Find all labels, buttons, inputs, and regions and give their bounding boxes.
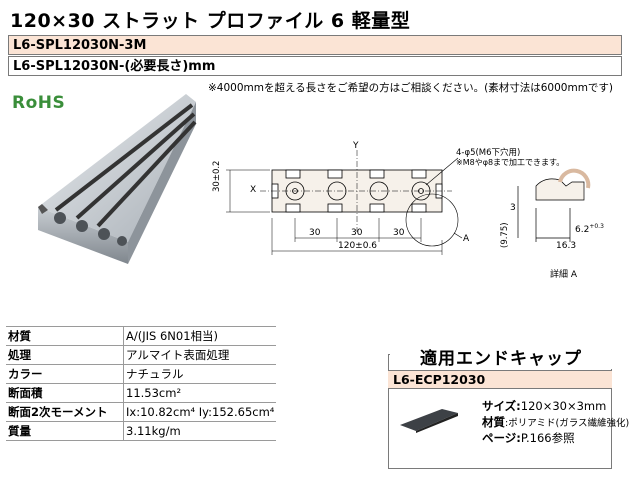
height-dimension: 30±0.2 [212, 160, 222, 192]
endcap-material: 材質:ポリアミド(ガラス繊維強化) [482, 415, 630, 429]
endcap-image [400, 409, 458, 433]
dim-30-a: 30 [309, 228, 321, 238]
endcap-part-number: L6-ECP12030 [388, 370, 612, 389]
profile-photo [38, 94, 197, 264]
rohs-mark: RoHS [12, 93, 66, 113]
detail-caption: 詳細 A [550, 270, 578, 280]
dim-30-b: 30 [351, 228, 363, 238]
y-axis-label: Y [353, 141, 359, 151]
detail-dim-3: 3 [510, 203, 516, 213]
x-axis-label: X [250, 185, 257, 195]
length-note: ※4000mmを超える長さをご希望の方はご相談ください。(素材寸法は6000mm… [208, 82, 614, 94]
detail-marker: A [463, 234, 470, 244]
detail-dim-163: 16.3 [556, 241, 577, 251]
endcap-size: サイズ:120×30×3mm [482, 399, 607, 413]
cross-section-drawing [226, 150, 591, 255]
hole-note-2: ※M8やφ8まで加工できます。 [456, 158, 565, 167]
page-title: 120×30 ストラット プロファイル 6 軽量型 [10, 10, 411, 32]
part-number-custom: L6-SPL12030N-(必要長さ)mm [8, 56, 622, 76]
property-row: 処理アルマイト表面処理 [6, 345, 277, 365]
part-number-3m: L6-SPL12030N-3M [8, 35, 622, 55]
property-row: カラーナチュラル [6, 364, 277, 384]
hole-note: 4-φ5(M6下穴用) [456, 148, 521, 158]
endcap-title: 適用エンドキャップ [390, 344, 612, 369]
width-dimension: 120±0.6 [338, 241, 378, 251]
detail-dim-975: (9.75) [500, 222, 510, 248]
detail-dim-62: 6.2+0.3 [575, 223, 604, 235]
dim-30-c: 30 [393, 228, 405, 238]
endcap-page: ページ:P.166参照 [482, 431, 575, 445]
